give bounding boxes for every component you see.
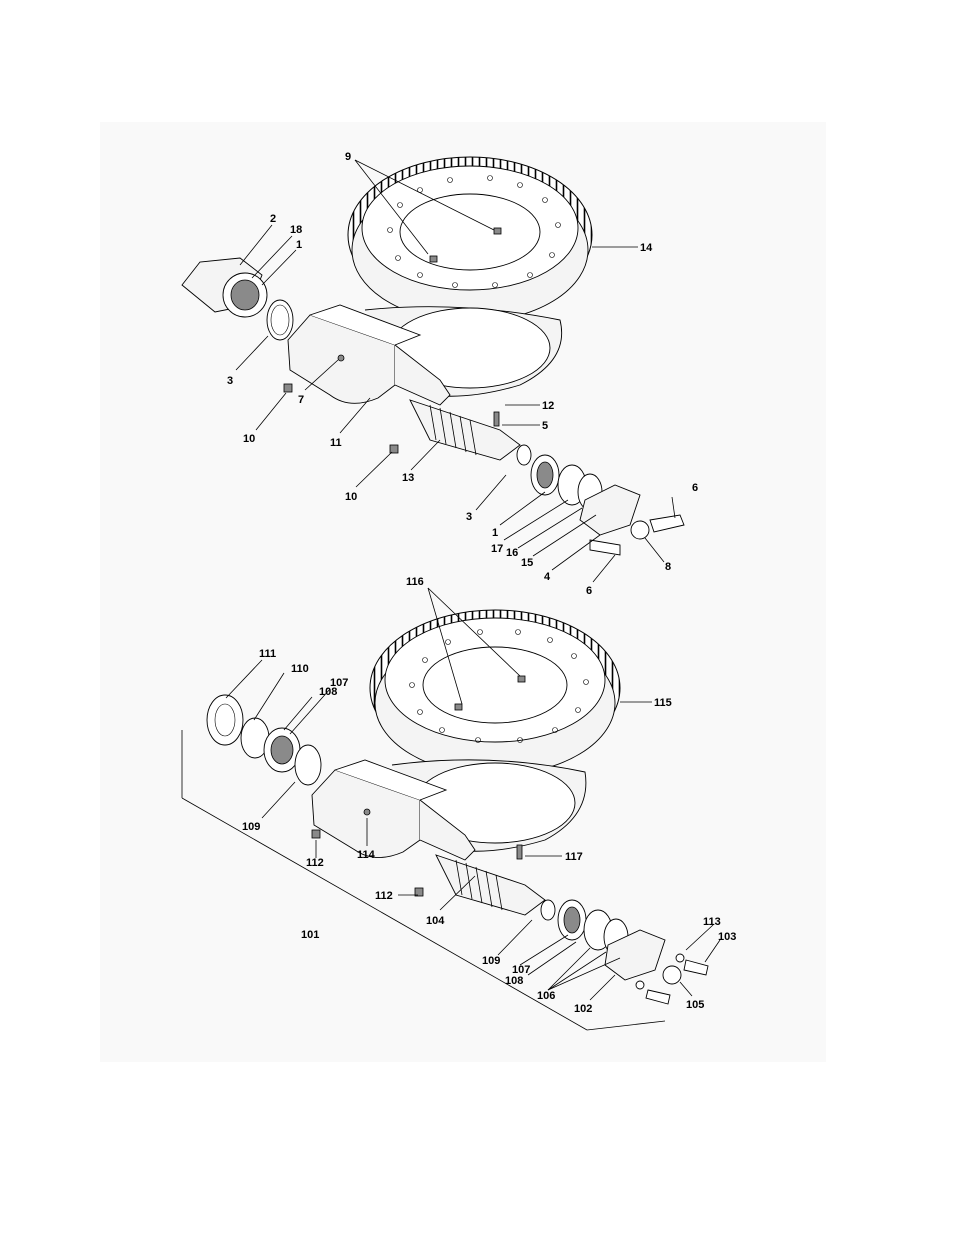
callout-8: 8 — [665, 561, 671, 573]
left-bearing-cap — [181, 257, 294, 341]
callout-107b: 107 — [512, 964, 530, 976]
right-bearing-stack-bottom — [557, 899, 709, 1005]
callout-101: 101 — [301, 929, 319, 941]
callout-13: 13 — [402, 472, 414, 484]
top-leader-lines — [235, 159, 676, 583]
bottom-callouts: 116 111 110 107 108 115 109 112 114 117 … — [242, 576, 736, 1015]
slewing-ring-gear — [347, 156, 593, 323]
callout-114: 114 — [357, 849, 376, 861]
callout-110: 110 — [291, 663, 309, 675]
callout-116: 116 — [406, 576, 424, 588]
callout-104: 104 — [426, 915, 445, 927]
callout-16: 16 — [506, 547, 518, 559]
callout-102: 102 — [574, 1003, 592, 1015]
callout-12: 12 — [542, 400, 554, 412]
left-bearing-stack-bottom — [206, 694, 322, 786]
callout-6: 6 — [692, 482, 698, 494]
callout-3: 3 — [227, 375, 233, 387]
callout-109: 109 — [242, 821, 260, 833]
callout-113: 113 — [703, 916, 721, 928]
lower-flange-ring-bottom — [391, 759, 587, 852]
top-assembly: 9 2 18 1 14 3 7 10 11 12 5 10 13 3 1 17 … — [181, 151, 698, 597]
callout-108: 108 — [319, 686, 337, 698]
worm-shaft — [409, 399, 532, 466]
callout-9: 9 — [345, 151, 351, 163]
callout-108b: 108 — [505, 975, 523, 987]
callout-111: 111 — [259, 648, 276, 660]
callout-10b: 10 — [345, 491, 357, 503]
callout-11: 11 — [330, 437, 342, 449]
callout-2: 2 — [270, 213, 276, 225]
bottom-leader-lines — [225, 587, 721, 1001]
callout-5: 5 — [542, 420, 548, 432]
callout-3b: 3 — [466, 511, 472, 523]
callout-14: 14 — [640, 242, 653, 254]
top-callouts: 9 2 18 1 14 3 7 10 11 12 5 10 13 3 1 17 … — [227, 151, 698, 597]
callout-1b: 1 — [492, 527, 498, 539]
callout-112b: 112 — [375, 890, 393, 902]
callout-115: 115 — [654, 697, 672, 709]
callout-117: 117 — [565, 851, 583, 863]
worm-shaft-bottom — [435, 844, 556, 921]
callout-105: 105 — [686, 999, 704, 1011]
callout-112: 112 — [306, 857, 324, 869]
callout-1: 1 — [296, 239, 302, 251]
bottom-assembly: 116 111 110 107 108 115 109 112 114 117 … — [181, 576, 736, 1031]
assembly-bracket — [181, 730, 666, 1031]
callout-17: 17 — [491, 543, 503, 555]
callout-10: 10 — [243, 433, 255, 445]
worm-housing-bottom — [311, 759, 476, 897]
callout-6b: 6 — [586, 585, 592, 597]
callout-103: 103 — [718, 931, 736, 943]
callout-107: 107 — [330, 677, 348, 689]
callout-4: 4 — [544, 571, 551, 583]
slewing-ring-gear-bottom — [369, 609, 621, 776]
right-bearing-stack — [530, 454, 685, 556]
callout-106: 106 — [537, 990, 555, 1002]
callout-18: 18 — [290, 224, 302, 236]
callout-15: 15 — [521, 557, 533, 569]
callout-7: 7 — [298, 394, 304, 406]
callout-109b: 109 — [482, 955, 500, 967]
